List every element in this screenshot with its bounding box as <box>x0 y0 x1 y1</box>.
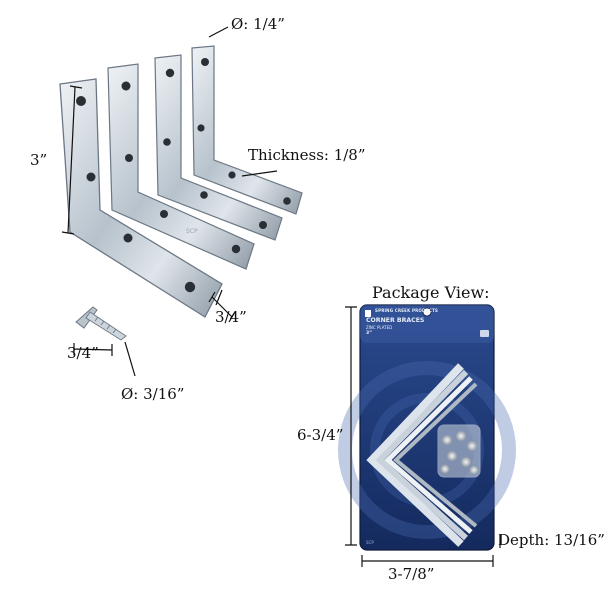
corner-brace-3 <box>154 54 283 241</box>
package-depth-label: Depth: 13/16” <box>498 531 605 549</box>
screw-diameter-label: Ø: 3/16” <box>121 385 185 403</box>
package-size: 3” <box>366 331 373 336</box>
hole-diameter-label: Ø: 1/4” <box>231 15 285 33</box>
corner-brace-2 <box>107 63 255 270</box>
package-brand: SPRING CREEK PRODUCTS <box>375 308 439 313</box>
corner-brace-1 <box>59 78 223 318</box>
watermark: SCP <box>186 228 198 235</box>
package-width-label: 3-7/8” <box>388 565 435 583</box>
dimension-lines <box>61 26 278 377</box>
leg-width-label: 3/4” <box>215 308 247 326</box>
blister-package <box>338 304 516 551</box>
corner-brace-4 <box>191 45 303 215</box>
package-dimension-lines <box>345 306 501 567</box>
screw-length-label: 3/4” <box>67 344 99 362</box>
package-code: SCP <box>366 540 374 545</box>
package-finish: ZINC PLATED <box>366 325 393 330</box>
package-badge-icon <box>480 330 489 337</box>
package-product-name: CORNER BRACES <box>366 317 425 324</box>
package-height-label: 6-3/4” <box>297 426 344 444</box>
thickness-label: Thickness: 1/8” <box>248 146 366 164</box>
package-view-title: Package View: <box>372 283 490 302</box>
leg-height-label: 3” <box>30 151 48 169</box>
screw <box>75 306 127 341</box>
